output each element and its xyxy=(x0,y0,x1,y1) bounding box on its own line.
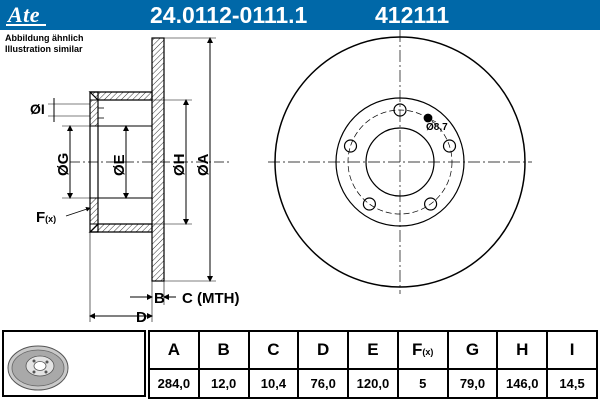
disc-thumbnail-image xyxy=(7,345,69,391)
header-cell: E xyxy=(347,330,399,370)
dim-f-label: F(x) xyxy=(36,209,56,226)
dim-h-label: ØH xyxy=(171,154,188,177)
side-section-view xyxy=(48,37,230,322)
spec-value-row: 284,0 12,0 10,4 76,0 120,0 5 79,0 146,0 … xyxy=(148,368,598,399)
value-cell: 5 xyxy=(396,368,449,399)
part-number: 24.0112-0111.1 xyxy=(150,2,308,28)
dim-i-label: ØI xyxy=(30,101,45,117)
header-cell: A xyxy=(148,330,200,370)
bolt-holes xyxy=(343,103,457,211)
dim-d-label: D xyxy=(136,309,147,326)
bolt-hole xyxy=(442,139,457,153)
bolt-hole xyxy=(362,197,376,211)
spec-header-row: A B C D E F(x) G H I xyxy=(148,330,598,370)
thumbnail-frame xyxy=(2,330,146,397)
note-german: Abbildung ähnlich xyxy=(5,33,84,43)
header-cell: H xyxy=(496,330,549,370)
technical-drawing: ØI ØG ØE ØH ØA F(x) B C (MTH) D Ø8,7 xyxy=(30,30,532,326)
dim-g-label: ØG xyxy=(55,153,72,176)
dim-c-label: C (MTH) xyxy=(182,290,239,307)
disc-ring-section xyxy=(151,37,165,282)
header-cell: D xyxy=(297,330,350,370)
dim-a-label: ØA xyxy=(195,153,212,176)
dim-b-label: B xyxy=(154,290,165,307)
header-cell: I xyxy=(546,330,598,370)
hat-wall-bottom xyxy=(88,223,153,233)
value-cell: 10,4 xyxy=(247,368,300,399)
spec-table: A B C D E F(x) G H I 284,0 12,0 10,4 76,… xyxy=(148,330,598,399)
value-cell: 12,0 xyxy=(197,368,250,399)
value-cell: 76,0 xyxy=(297,368,350,399)
reference-number: 412111 xyxy=(375,2,450,28)
front-view xyxy=(268,30,532,294)
dim-e-label: ØE xyxy=(111,154,128,176)
header-cell-f: F(x) xyxy=(396,330,449,370)
bolt-hole xyxy=(393,103,407,117)
hat-wall-top xyxy=(88,91,153,101)
logo-swoosh xyxy=(6,24,46,26)
ate-logo: Ate xyxy=(8,2,41,27)
hole-dia-label: Ø8,7 xyxy=(426,122,448,133)
value-cell: 146,0 xyxy=(496,368,549,399)
value-cell: 120,0 xyxy=(347,368,399,399)
value-cell: 79,0 xyxy=(446,368,499,399)
value-cell: 14,5 xyxy=(546,368,598,399)
header-cell: B xyxy=(197,330,250,370)
header-cell: G xyxy=(446,330,499,370)
header-cell: C xyxy=(247,330,300,370)
value-cell: 284,0 xyxy=(148,368,200,399)
header-bar: Ate 24.0112-0111.1 412111 xyxy=(0,0,600,30)
bolt-hole xyxy=(424,197,438,211)
bolt-hole xyxy=(343,139,358,153)
note-english: Illustration similar xyxy=(5,44,83,54)
